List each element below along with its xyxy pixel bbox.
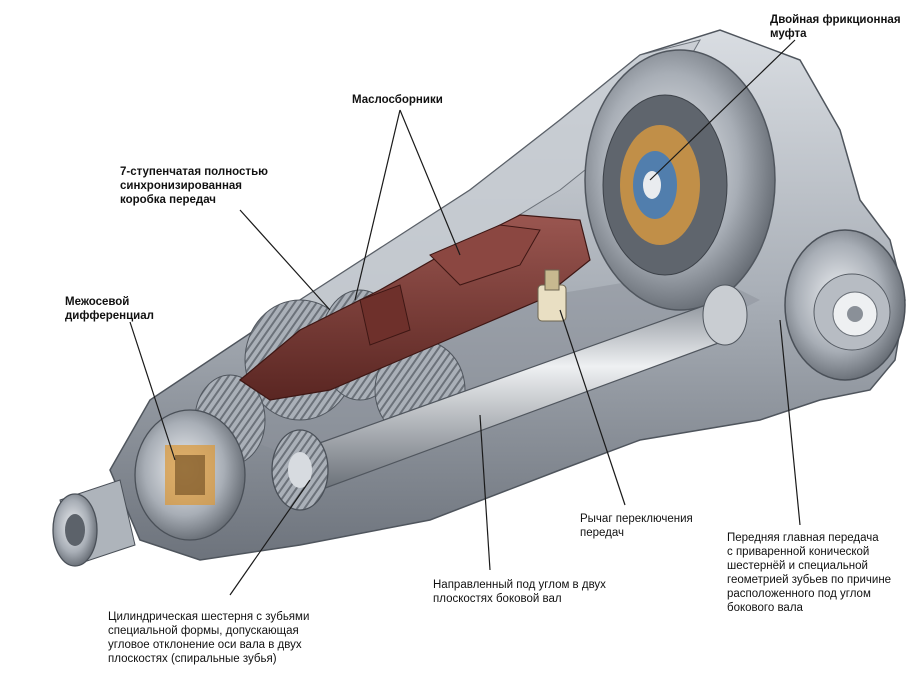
label-7-speed-gearbox: 7-ступенчатая полностью синхронизированн… [120, 166, 268, 206]
label-front-final-drive: Передняя главная передача с приваренной … [727, 532, 892, 614]
label-oil-collectors: Маслосборники [352, 94, 443, 106]
leader-shift-lever [559, 309, 626, 506]
leader-spur-gear [229, 479, 311, 596]
center-differential [134, 409, 246, 541]
leader-gearbox [239, 209, 331, 311]
leader-oil-collector-2 [399, 109, 461, 256]
leader-front-final-drive [779, 319, 801, 526]
dual-clutch-assembly [584, 49, 776, 311]
spiral-spur-gear [271, 429, 329, 511]
label-center-differential: Межосевой дифференциал [65, 296, 154, 322]
shift-fork-oil-collectors [238, 214, 591, 401]
label-side-shaft: Направленный под углом в двух плоскостях… [433, 579, 606, 605]
leader-oil-collector-1 [354, 109, 401, 301]
label-spiral-spur-gear: Цилиндрическая шестерня с зубьями специа… [108, 611, 310, 665]
leader-center-diff [129, 321, 176, 461]
label-shift-lever: Рычаг переключения передач [580, 513, 693, 539]
front-final-drive-housing [784, 229, 906, 381]
leader-dual-clutch [649, 39, 796, 181]
output-flange [52, 479, 136, 567]
label-dual-clutch: Двойная фрикционная муфта [770, 14, 901, 40]
leader-side-shaft [479, 414, 491, 571]
leader-lines [129, 39, 801, 596]
shift-lever-part [537, 269, 567, 322]
